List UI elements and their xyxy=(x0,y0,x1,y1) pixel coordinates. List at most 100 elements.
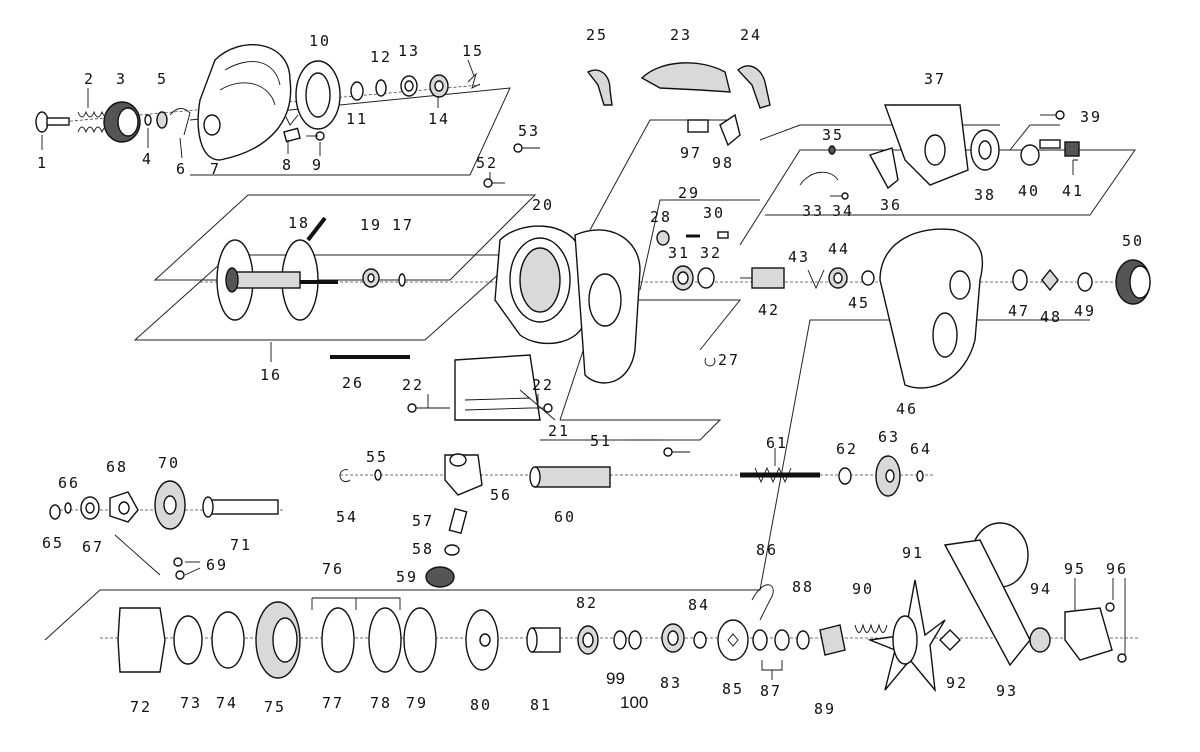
part-9-screw xyxy=(306,131,325,141)
label-34: 34 xyxy=(832,202,854,220)
part-80-washer xyxy=(465,609,499,671)
part-37-plate xyxy=(884,104,969,186)
part-6-clip xyxy=(169,108,191,136)
label-69: 69 xyxy=(206,556,228,574)
part-38-gear xyxy=(970,129,1000,171)
label-84: 84 xyxy=(688,596,710,614)
part-86-pawl-spring xyxy=(751,584,774,621)
label-57: 57 xyxy=(412,512,434,530)
leader-lines xyxy=(41,59,1126,680)
label-36: 36 xyxy=(880,196,902,214)
part-23-cover xyxy=(640,62,731,93)
label-72: 72 xyxy=(130,698,152,716)
part-64-clip xyxy=(916,470,924,482)
label-6: 6 xyxy=(176,160,187,178)
part-8-plate xyxy=(283,127,301,143)
part-77-drag-washer xyxy=(321,607,355,673)
part-63-gear xyxy=(875,455,901,497)
part-87a-washer xyxy=(752,629,768,651)
part-93-handle xyxy=(943,522,1031,667)
label-92: 92 xyxy=(946,674,968,692)
label-54: 54 xyxy=(336,508,358,526)
part-31-bearing xyxy=(672,265,694,291)
part-91-star-drag xyxy=(867,579,946,693)
part-62-bushing xyxy=(838,467,852,485)
label-56: 56 xyxy=(490,486,512,504)
part-50-drag-cap xyxy=(1115,259,1151,305)
part-59-cap xyxy=(425,566,455,588)
part-79-drag-washer xyxy=(403,607,437,673)
label-98: 98 xyxy=(712,154,734,172)
label-82: 82 xyxy=(576,594,598,612)
label-14: 14 xyxy=(428,110,450,128)
label-75: 75 xyxy=(264,698,286,716)
part-33-spring xyxy=(799,171,839,186)
label-91: 91 xyxy=(902,544,924,562)
part-labels: 1 2 3 4 5 6 7 8 9 10 11 12 13 14 15 16 1… xyxy=(37,26,1144,718)
part-81-sleeve xyxy=(526,627,561,653)
label-19: 19 xyxy=(360,216,382,234)
part-87b-washer xyxy=(774,629,790,651)
label-18: 18 xyxy=(288,214,310,232)
part-83-bearing xyxy=(661,623,685,653)
part-51-screw xyxy=(663,447,690,457)
part-3-knob xyxy=(103,101,141,143)
label-58: 58 xyxy=(412,540,434,558)
label-40: 40 xyxy=(1018,182,1040,200)
part-5-washer xyxy=(156,111,168,129)
label-63: 63 xyxy=(878,428,900,446)
label-41: 41 xyxy=(1062,182,1084,200)
part-74-washer xyxy=(211,611,245,669)
part-88-washer xyxy=(796,630,810,650)
label-50: 50 xyxy=(1122,232,1144,250)
label-8: 8 xyxy=(282,156,293,174)
part-68-plate xyxy=(109,491,139,523)
part-32-collar xyxy=(697,267,715,289)
part-98-lever xyxy=(719,113,741,147)
label-87: 87 xyxy=(760,682,782,700)
label-31: 31 xyxy=(668,244,690,262)
label-77: 77 xyxy=(322,694,344,712)
part-73-washer xyxy=(173,615,203,665)
label-64: 64 xyxy=(910,440,932,458)
label-47: 47 xyxy=(1008,302,1030,320)
label-99: 99 xyxy=(606,669,625,688)
label-2: 2 xyxy=(84,70,95,88)
part-13-bearing xyxy=(400,75,418,97)
label-97: 97 xyxy=(680,144,702,162)
part-36-lever xyxy=(868,147,899,190)
part-17-ring xyxy=(398,273,406,287)
label-83: 83 xyxy=(660,674,682,692)
part-56-line-guide xyxy=(444,453,483,496)
label-28: 28 xyxy=(650,208,672,226)
part-48-nut xyxy=(1041,268,1059,292)
part-92-washer xyxy=(939,629,961,651)
label-1: 1 xyxy=(37,154,48,172)
label-49: 49 xyxy=(1074,302,1096,320)
part-41-screw xyxy=(1064,141,1080,157)
part-58-washer xyxy=(444,544,460,556)
part-90-spring xyxy=(854,623,888,633)
part-75-main-gear xyxy=(255,601,301,679)
label-7: 7 xyxy=(210,160,221,178)
part-10-brake-ring xyxy=(285,60,341,130)
label-61: 61 xyxy=(766,434,788,452)
part-14-bearing xyxy=(429,74,449,98)
label-74: 74 xyxy=(216,694,238,712)
part-60-guide-tube xyxy=(529,466,611,488)
label-95: 95 xyxy=(1064,560,1086,578)
label-43: 43 xyxy=(788,248,810,266)
part-22a-screw xyxy=(407,403,450,413)
part-44-bearing xyxy=(828,267,848,289)
part-89-nut xyxy=(819,624,846,656)
part-drawings xyxy=(35,44,1151,693)
label-23: 23 xyxy=(670,26,692,44)
part-96-screw xyxy=(1105,602,1127,663)
part-15-clip xyxy=(467,72,481,89)
part-spool xyxy=(216,239,338,321)
label-25: 25 xyxy=(586,26,608,44)
label-60: 60 xyxy=(554,508,576,526)
label-88: 88 xyxy=(792,578,814,596)
label-27: 27 xyxy=(718,351,740,369)
